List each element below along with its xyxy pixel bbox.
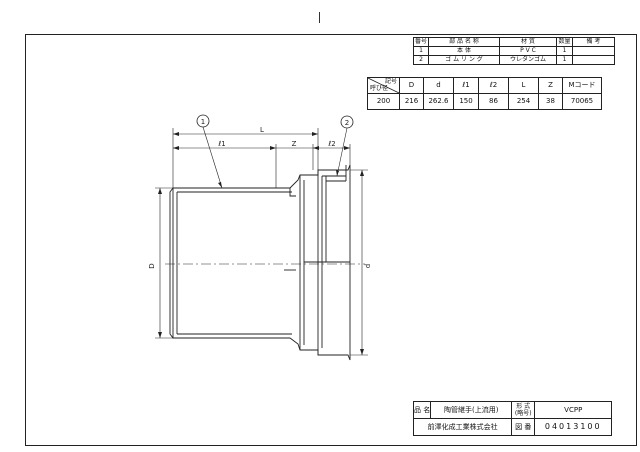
parts-row: 2 ゴ ム リ ン グ ウレタンゴム 1 [413, 55, 615, 65]
callout-1-label: 1 [201, 118, 205, 126]
corner-diagonal [368, 78, 399, 93]
drawing-frame [25, 34, 637, 446]
type-sub-label: (略号) [514, 410, 532, 417]
type-value: VCPP [534, 401, 613, 419]
part-note [572, 55, 615, 65]
dim-l1-label: ℓ1 [217, 140, 225, 148]
dim-Z-label: Z [292, 140, 297, 148]
dims-corner-cell: 記号 呼び径 [367, 77, 400, 94]
dims-value-row: 200 216 262.6 150 86 254 38 70065 [367, 93, 602, 110]
dim-d-label: d [364, 264, 372, 268]
corner-symbol-label: 記号 [384, 78, 397, 86]
dimensions-table: 記号 呼び径 D d ℓ1 ℓ2 L Z Mコード 200 216 262.6 … [367, 77, 602, 110]
drawing-no-label: 図 番 [511, 418, 536, 436]
callout-2-circle [340, 115, 354, 129]
dims-value-l1: 150 [453, 93, 479, 110]
callout-1-leader [202, 126, 223, 189]
arrow-d-bottom [360, 349, 364, 355]
arrow-callout-1 [218, 182, 222, 188]
callout-2-leader [336, 127, 348, 177]
arrow-D-top [158, 188, 162, 194]
arrow-l1-left [173, 146, 179, 150]
parts-table: 番号 部 品 名 称 材 質 数量 備 考 1 本 体 P V C 1 2 ゴ … [413, 37, 615, 65]
shoulder-step [289, 188, 296, 197]
corner-nominal-label: 呼び径 [370, 85, 389, 92]
arrow-d-top [360, 170, 364, 176]
arrow-l2-left [313, 146, 319, 150]
arrow-l1-right [270, 146, 276, 150]
callout-1-circle [196, 114, 210, 128]
arrow-L-left [173, 132, 179, 136]
type-label: 形 式 [516, 403, 531, 410]
company-name: 前澤化成工業株式会社 [412, 418, 513, 436]
arrow-D-bottom [158, 332, 162, 338]
body-outline [172, 164, 351, 361]
dim-L-label: L [260, 126, 264, 134]
callout-2-label: 2 [345, 119, 349, 127]
spigot-end-bevel [169, 187, 174, 339]
arrow-L-right [312, 132, 318, 136]
title-row-1: 品 名 陶管継手(上流用) 形 式 (略号) VCPP [412, 401, 613, 419]
type-label-cell: 形 式 (略号) [511, 401, 536, 419]
dims-value-mcode: 70065 [562, 93, 602, 110]
name-label: 品 名 [412, 401, 432, 419]
dim-D-label: D [148, 263, 156, 268]
name-value: 陶管継手(上流用) [430, 401, 513, 419]
dim-l2-label: ℓ2 [327, 140, 335, 148]
drawing-no: 04013100 [534, 418, 613, 436]
arrow-l2-right [344, 146, 350, 150]
dims-header-row: 記号 呼び径 D d ℓ1 ℓ2 L Z Mコード [367, 77, 602, 94]
title-row-2: 前澤化成工業株式会社 図 番 04013100 [412, 418, 613, 436]
dims-value-L: 254 [508, 93, 539, 110]
arrow-callout-2 [336, 170, 339, 176]
top-center-mark [319, 12, 320, 23]
title-block: 品 名 陶管継手(上流用) 形 式 (略号) VCPP 前澤化成工業株式会社 図… [412, 401, 613, 436]
